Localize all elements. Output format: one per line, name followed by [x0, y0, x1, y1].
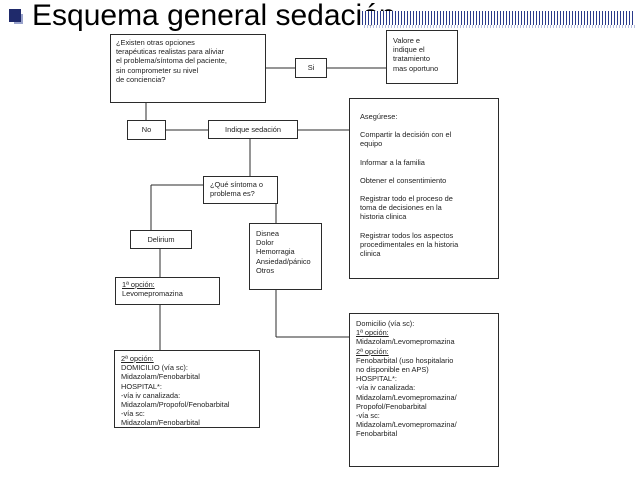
ensure-title: Asegúrese: — [360, 112, 398, 121]
second-option-line: Midazolam/Fenobarbital — [121, 418, 200, 428]
title-rule — [362, 11, 635, 25]
other-options-box: Domicilio (vía sc): 1ª opción: Midazolam… — [349, 313, 499, 467]
ensure-item: Registrar todos los aspectos — [360, 230, 454, 240]
other-options-line: -vía sc: — [356, 411, 380, 421]
symptom-question-line: problema es? — [210, 189, 255, 199]
second-option-line: Midazolam/Fenobarbital — [121, 372, 200, 382]
other-options-line: Midazolam/Levomepromazina/ — [356, 392, 457, 402]
symptom-item: Otros — [256, 265, 275, 275]
ensure-item: Compartir la decisión con el — [360, 130, 452, 140]
second-option-line: HOSPITAL*: — [121, 381, 162, 391]
assess-line: Valore e — [393, 36, 420, 45]
second-option-box: 2ª opción: DOMICILIO (vía sc): Midazolam… — [114, 350, 260, 428]
question-line: sin comprometer su nivel — [116, 65, 199, 75]
other-options-line: Midazolam/Levomepromazina — [356, 337, 455, 347]
first-option-box: 1ª opción: Levomepromazina — [115, 277, 220, 305]
slide-title: Esquema general sedación — [32, 0, 396, 32]
symptom-question-line: ¿Qué síntoma o — [210, 180, 263, 189]
other-options-line: Midazolam/Levomepromazina/ — [356, 420, 457, 430]
other-options-line: -vía iv canalizada: — [356, 383, 416, 393]
symptom-item: Hemorragia — [256, 247, 295, 257]
second-option-line: -vía sc: — [121, 409, 145, 419]
question-box: ¿Existen otras opciones terapéuticas rea… — [110, 34, 266, 103]
other-options-line: no disponible en APS) — [356, 365, 429, 375]
indicate-sedation-box: Indique sedación — [208, 120, 298, 139]
yes-box: Si — [295, 58, 327, 78]
assess-line: tratamiento — [393, 54, 430, 64]
question-line: ¿Existen otras opciones — [116, 38, 195, 47]
symptom-question-box: ¿Qué síntoma o problema es? — [203, 176, 278, 204]
ensure-item: Obtener el consentimiento — [360, 175, 447, 185]
second-option-line: Midazolam/Propofol/Fenobarbital — [121, 400, 230, 410]
indicate-sedation-label: Indique sedación — [225, 124, 281, 134]
other-options-line: Propofol/Fenobarbital — [356, 401, 427, 411]
symptoms-box: Disnea Dolor Hemorragia Ansiedad/pánico … — [249, 223, 322, 290]
symptom-item: Ansiedad/pánico — [256, 256, 311, 266]
slide-header: Esquema general sedación — [0, 0, 638, 36]
ensure-item: equipo — [360, 139, 383, 149]
ensure-item: toma de decisiones en la — [360, 203, 442, 213]
first-option-heading: 1ª opción: — [122, 280, 155, 289]
question-line: terapéuticas realistas para aliviar — [116, 47, 225, 57]
delirium-box: Delirium — [130, 230, 192, 249]
other-second-option-heading: 2ª opción: — [356, 346, 389, 356]
yes-label: Si — [307, 63, 315, 73]
ensure-item: Informar a la familia — [360, 157, 425, 167]
symptom-item: Dolor — [256, 238, 274, 248]
ensure-box: Asegúrese: Compartir la decisión con el … — [349, 98, 499, 279]
ensure-item: historia clinica — [360, 212, 407, 222]
other-first-option-heading: 1ª opción: — [356, 328, 389, 338]
second-option-line: -vía iv canalizada: — [121, 390, 181, 400]
delirium-label: Delirium — [147, 234, 175, 244]
no-label: No — [141, 125, 152, 135]
no-box: No — [127, 120, 166, 140]
second-option-heading: 2ª opción: — [121, 354, 154, 363]
other-options-line: HOSPITAL*: — [356, 374, 397, 384]
question-line: de conciencia? — [116, 74, 166, 84]
ensure-item: clinica — [360, 249, 381, 259]
question-line: el problema/síntoma del paciente, — [116, 56, 227, 66]
other-options-line: Fenobarbital — [356, 429, 398, 439]
title-bullet-icon — [9, 9, 21, 22]
assess-line: indique el — [393, 45, 425, 55]
other-options-line: Fenobarbital (uso hospitalario — [356, 355, 454, 365]
assess-box: Valore e indique el tratamiento mas opor… — [386, 30, 458, 84]
second-option-line: DOMICILIO (vía sc): — [121, 363, 188, 373]
ensure-item: procedimentales en la historia — [360, 239, 459, 249]
first-option-line: Levomepromazina — [122, 289, 183, 299]
assess-line: mas oportuno — [393, 63, 439, 73]
ensure-item: Registrar todo el proceso de — [360, 194, 453, 204]
other-options-line: Domicilio (vía sc): — [356, 319, 415, 328]
symptom-item: Disnea — [256, 229, 280, 238]
